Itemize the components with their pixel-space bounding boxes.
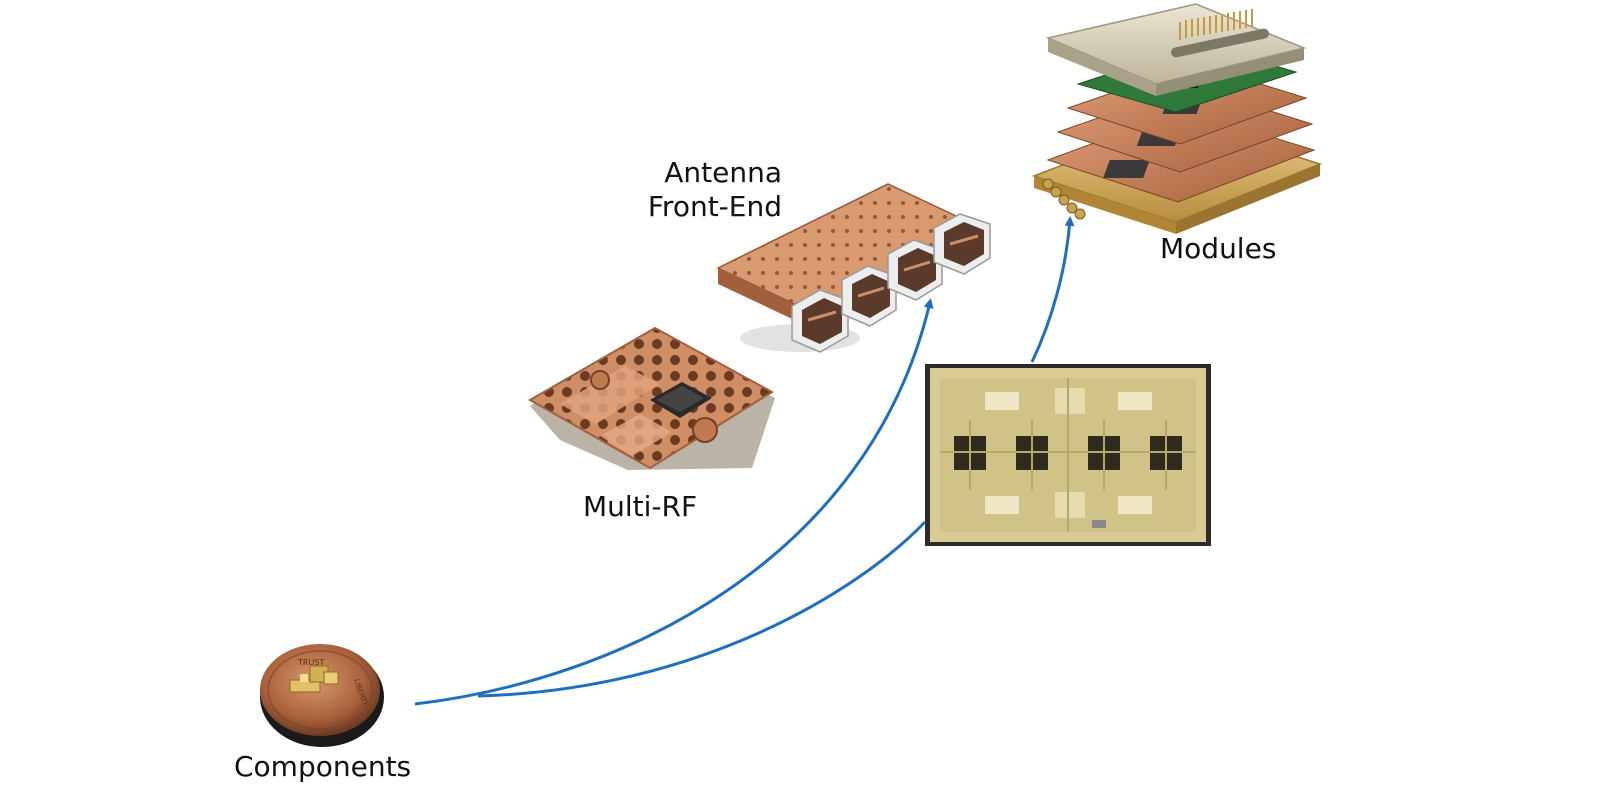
chip-die-image [925, 364, 1211, 546]
antenna-horn-2 [841, 265, 897, 327]
arrow-to-antenna [414, 298, 934, 706]
label-components: Components [234, 750, 412, 783]
antenna-horn-4 [933, 213, 991, 275]
label-antenna-line1: Antenna [664, 156, 782, 189]
antenna-horn-1 [791, 289, 849, 353]
module-pin-header [1170, 9, 1270, 58]
arrow-to-chip [477, 520, 927, 698]
multi-rf-board-image [527, 326, 775, 470]
antenna-front-end-image [716, 183, 992, 353]
penny-text-top: TRUST [297, 658, 324, 667]
modules-stack-image [1031, 3, 1323, 234]
label-antenna-line2: Front-End [647, 190, 782, 223]
components-penny-image: TRUST LIBERTY [260, 644, 384, 747]
arrow-chip-to-modules [1030, 216, 1075, 363]
label-antenna-front-end: Antenna Front-End [640, 156, 782, 224]
antenna-horn-3 [887, 239, 943, 301]
label-modules: Modules [1160, 232, 1277, 265]
flow-arrows [414, 216, 1075, 706]
tiny-component-icon [289, 665, 339, 693]
label-multi-rf: Multi-RF [583, 490, 698, 523]
module-connectors [1042, 178, 1086, 220]
